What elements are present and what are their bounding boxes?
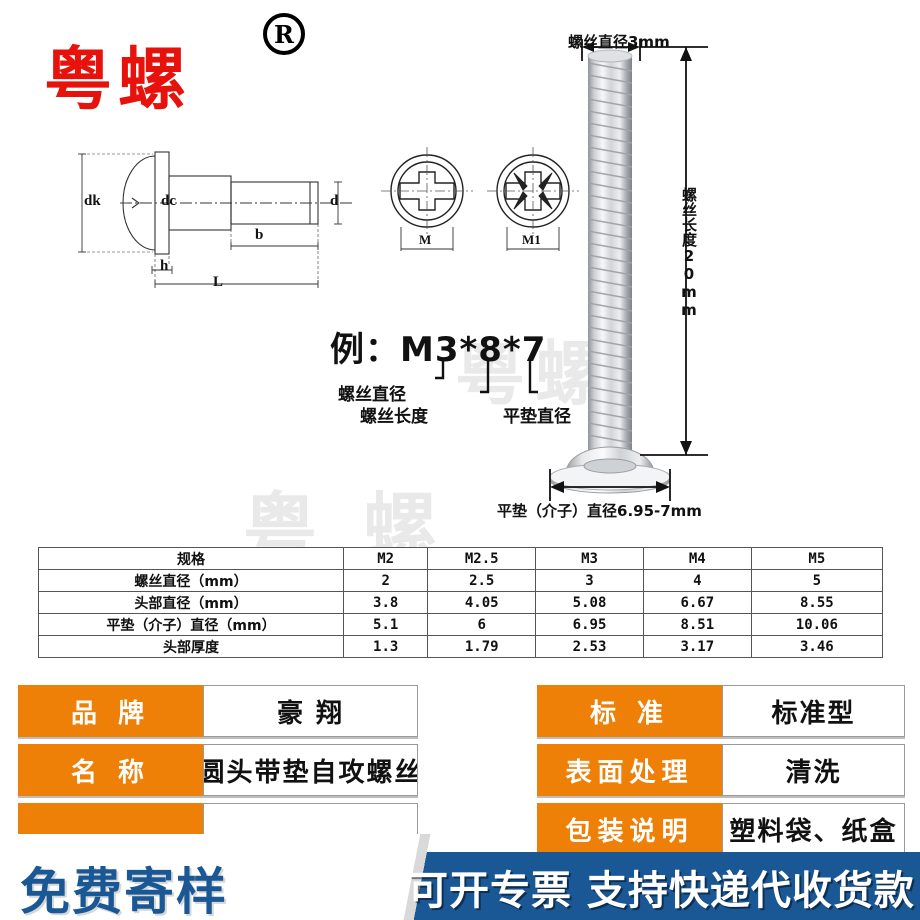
banner-invoice-cod-text: 可开专票 支持快递代收货款: [408, 868, 915, 914]
info-value-brand: 豪 翔: [203, 685, 418, 737]
screw-dimension-drawing: [78, 151, 352, 288]
spec-cell: 5.1: [342, 613, 429, 636]
spec-cell: 3.17: [642, 635, 752, 658]
table-row: 平垫（介子）直径（mm） 5.1 6 6.95 8.51 10.06: [38, 613, 884, 636]
spec-cell: 1.3: [342, 635, 429, 658]
table-row: 规格 M2 M2.5 M3 M4 M5: [38, 547, 884, 570]
info-value-standard: 标准型: [722, 685, 905, 737]
banner-divider: [362, 834, 472, 920]
spec-row-header: 头部厚度: [38, 635, 344, 658]
spec-row-header: 规格: [38, 547, 344, 570]
banner-free-sample-text: 免费寄样: [20, 863, 228, 920]
info-row-name: 名 称 圆头带垫自攻螺丝: [18, 744, 418, 796]
info-key-packaging: 包装说明: [537, 803, 722, 855]
table-row: 螺丝直径（mm） 2 2.5 3 4 5: [38, 569, 884, 592]
photo-label-washer-diameter: 平垫（介子）直径6.95-7mm: [497, 502, 702, 520]
spec-cell: 8.51: [642, 613, 752, 636]
info-value-surface-treatment: 清洗: [722, 744, 905, 796]
spec-cell: 6.95: [535, 613, 644, 636]
example-code: M3*8*7: [400, 330, 547, 370]
example-code-line: 例：M3*8*7: [330, 322, 546, 371]
info-value-packaging: 塑料袋、纸盒: [722, 803, 905, 855]
specification-table: 规格 M2 M2.5 M3 M4 M5 螺丝直径（mm） 2 2.5 3 4 5…: [38, 547, 884, 658]
dimension-label-L: L: [213, 274, 224, 290]
spec-col-header: M2.5: [427, 547, 537, 570]
dimension-label-h: h: [160, 258, 169, 274]
spec-cell: 4: [642, 569, 752, 592]
screw-head-top-views: [381, 147, 579, 251]
info-panel-left: 品 牌 豪 翔 名 称 圆头带垫自攻螺丝: [18, 685, 418, 862]
spec-cell: 1.79: [427, 635, 537, 658]
info-key-surface-treatment: 表面处理: [537, 744, 722, 796]
dimension-label-dc: dc: [161, 193, 176, 209]
dimension-label-d: d: [330, 193, 339, 209]
table-row: 头部厚度 1.3 1.79 2.53 3.17 3.46: [38, 635, 884, 658]
example-prefix: 例：: [330, 330, 400, 370]
spec-cell: 3.8: [342, 591, 429, 614]
example-caption-washer: 平垫直径: [503, 407, 571, 427]
info-value-name: 圆头带垫自攻螺丝: [203, 744, 418, 796]
info-row-standard: 标 准 标准型: [537, 685, 905, 737]
info-row-surface-treatment: 表面处理 清洗: [537, 744, 905, 796]
example-caption-length: 螺丝长度: [360, 407, 428, 427]
spec-cell: 6.67: [642, 591, 752, 614]
spec-cell: 3: [535, 569, 644, 592]
info-key-standard: 标 准: [537, 685, 722, 737]
spec-cell: 2.53: [535, 635, 644, 658]
promo-banner: 免费寄样 可开专票 支持快递代收货款: [0, 834, 920, 920]
spec-cell: 2: [342, 569, 429, 592]
info-row-packaging: 包装说明 塑料袋、纸盒: [537, 803, 905, 855]
spec-cell: 4.05: [427, 591, 537, 614]
spec-row-header: 平垫（介子）直径（mm）: [38, 613, 344, 636]
example-caption-diameter: 螺丝直径: [338, 385, 406, 405]
spec-row-header: 螺丝直径（mm）: [38, 569, 344, 592]
info-key-brand: 品 牌: [18, 685, 203, 737]
screw-photograph: [549, 39, 708, 501]
spec-cell: 3.46: [750, 635, 884, 658]
spec-cell: 5.08: [535, 591, 644, 614]
example-leader-lines: [435, 360, 538, 394]
spec-cell: 6: [427, 613, 537, 636]
brand-logo: 粤螺: [44, 41, 193, 120]
head-view-label-pozidriv: M1: [522, 232, 541, 247]
photo-label-diameter: 螺丝直径3mm: [568, 33, 670, 51]
dimension-label-b: b: [255, 227, 264, 243]
registered-trademark-icon: R: [263, 13, 305, 55]
spec-cell: 10.06: [750, 613, 884, 636]
photo-label-length: 螺丝长度20mm: [680, 187, 698, 319]
spec-col-header: M2: [342, 547, 429, 570]
spec-col-header: M4: [642, 547, 752, 570]
info-panel-right: 标 准 标准型 表面处理 清洗 包装说明 塑料袋、纸盒: [537, 685, 905, 862]
dimension-label-dk: dk: [84, 193, 101, 209]
spec-row-header: 头部直径（mm）: [38, 591, 344, 614]
spec-cell: 5: [750, 569, 884, 592]
info-key-name: 名 称: [18, 744, 203, 796]
spec-cell: 8.55: [750, 591, 884, 614]
head-view-label-phillips: M: [419, 232, 432, 247]
info-row-brand: 品 牌 豪 翔: [18, 685, 418, 737]
svg-text:R: R: [274, 20, 295, 49]
table-row: 头部直径（mm） 3.8 4.05 5.08 6.67 8.55: [38, 591, 884, 614]
spec-cell: 2.5: [427, 569, 537, 592]
spec-col-header: M3: [535, 547, 644, 570]
banner-white-background: [0, 834, 400, 920]
spec-col-header: M5: [750, 547, 884, 570]
